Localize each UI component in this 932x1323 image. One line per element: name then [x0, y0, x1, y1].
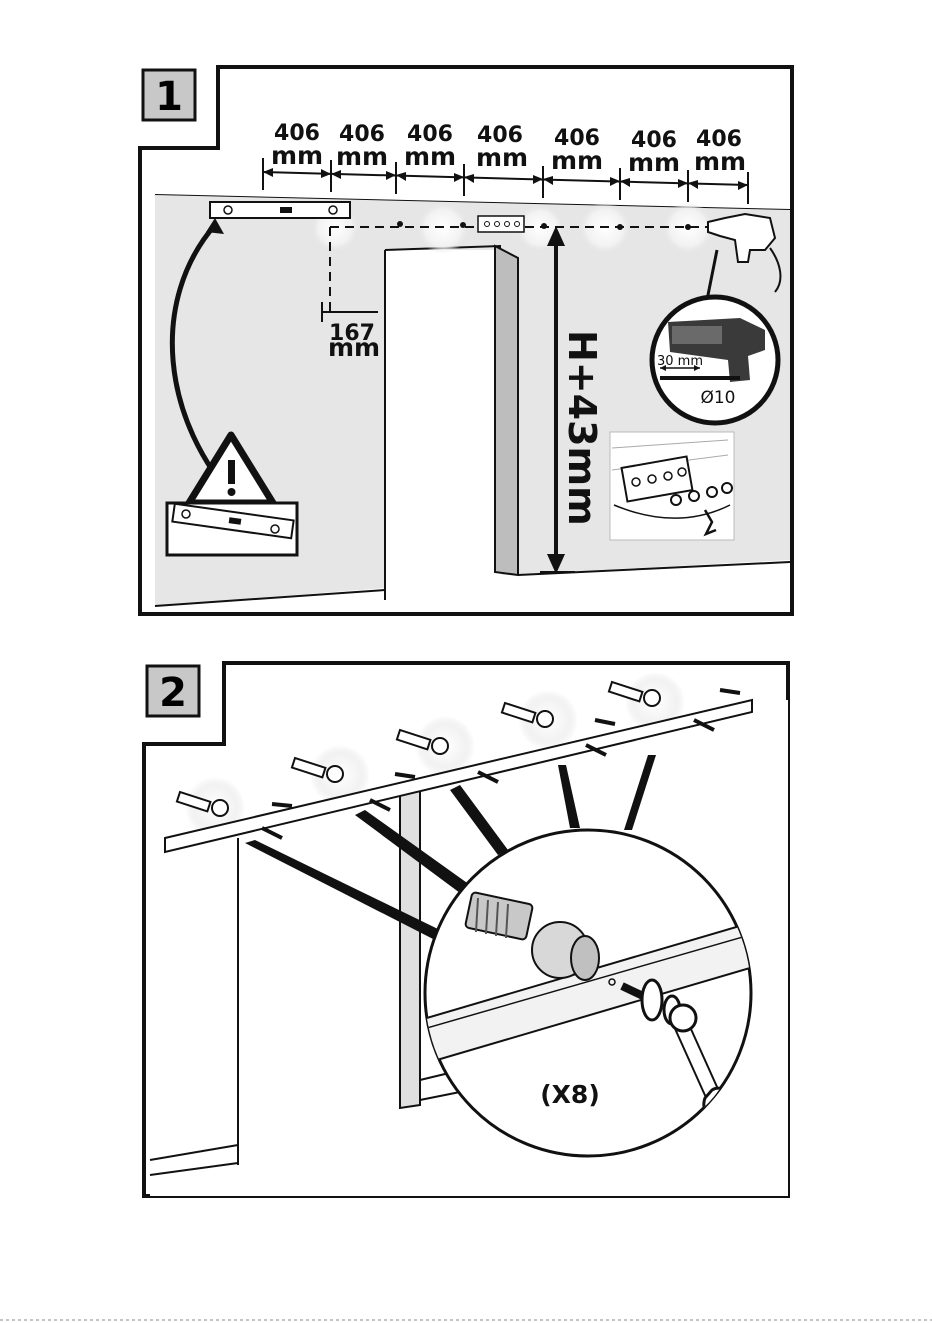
mounting-detail-inset — [610, 432, 734, 540]
dimension-unit-4: mm — [476, 143, 528, 172]
height-label: H+43mm — [560, 330, 604, 526]
level-detail-inset — [167, 503, 297, 555]
dimension-unit-6: mm — [628, 148, 680, 177]
step-2-panel: 2 — [144, 663, 788, 1196]
dimension-unit-2: mm — [336, 142, 388, 171]
step-1-panel: 1 — [140, 67, 792, 614]
quantity-label: (X8) — [540, 1080, 600, 1109]
step-2-badge: 2 — [147, 666, 199, 716]
step-1-number: 1 — [155, 74, 183, 120]
bracket-icon — [478, 216, 524, 232]
level-tool-icon — [210, 202, 350, 218]
dimension-unit-3: mm — [404, 142, 456, 171]
dimension-unit-1: mm — [271, 141, 323, 170]
dimension-unit-5: mm — [551, 146, 603, 175]
dimension-unit-7: mm — [694, 147, 746, 176]
offset-unit: mm — [328, 333, 380, 362]
drill-diameter-label: Ø10 — [700, 388, 735, 408]
drill-depth-label: 30 mm — [657, 354, 703, 369]
drill-detail-inset: 30 mm Ø10 — [652, 297, 778, 423]
step-2-number: 2 — [159, 670, 187, 716]
step-1-badge: 1 — [143, 70, 195, 120]
